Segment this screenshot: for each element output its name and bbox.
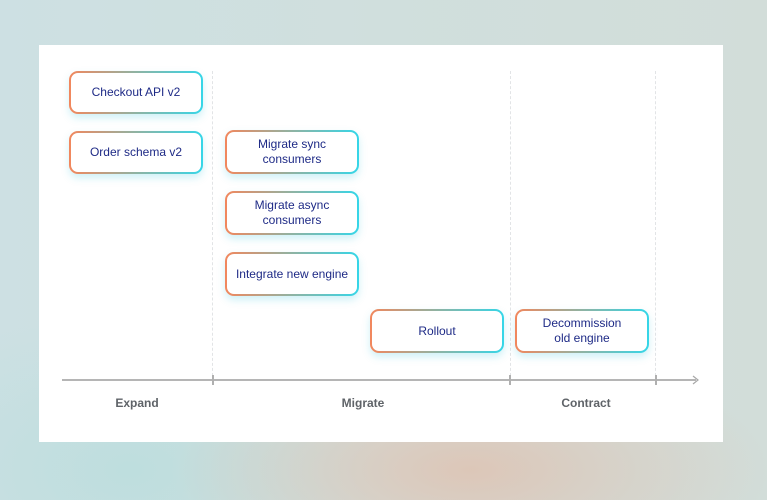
task-card[interactable]: Integrate new engine <box>225 252 359 296</box>
phase-label-expand: Expand <box>115 396 159 410</box>
task-label: Order schema v2 <box>71 133 201 172</box>
phase-divider <box>212 71 213 381</box>
task-label: Integrate new engine <box>227 254 357 294</box>
axis-tick <box>509 375 511 385</box>
task-label: Rollout <box>372 311 502 351</box>
phase-label-contract: Contract <box>561 396 611 410</box>
task-card[interactable]: Migrate sync consumers <box>225 130 359 174</box>
timeline-panel: Expand Migrate Contract Checkout API v2 … <box>39 45 723 442</box>
task-card[interactable]: Migrate async consumers <box>225 191 359 235</box>
task-card[interactable]: Decommission old engine <box>515 309 649 353</box>
task-label: Decommission old engine <box>517 311 647 351</box>
timeline-axis <box>62 379 696 381</box>
axis-tick <box>655 375 657 385</box>
task-label: Checkout API v2 <box>71 73 201 112</box>
phase-label-migrate: Migrate <box>341 396 385 410</box>
task-label: Migrate async consumers <box>227 193 357 233</box>
task-card[interactable]: Checkout API v2 <box>69 71 203 114</box>
task-card[interactable]: Rollout <box>370 309 504 353</box>
phase-divider <box>510 71 511 381</box>
task-card[interactable]: Order schema v2 <box>69 131 203 174</box>
phase-divider <box>655 71 656 381</box>
task-label: Migrate sync consumers <box>227 132 357 172</box>
axis-tick <box>212 375 214 385</box>
